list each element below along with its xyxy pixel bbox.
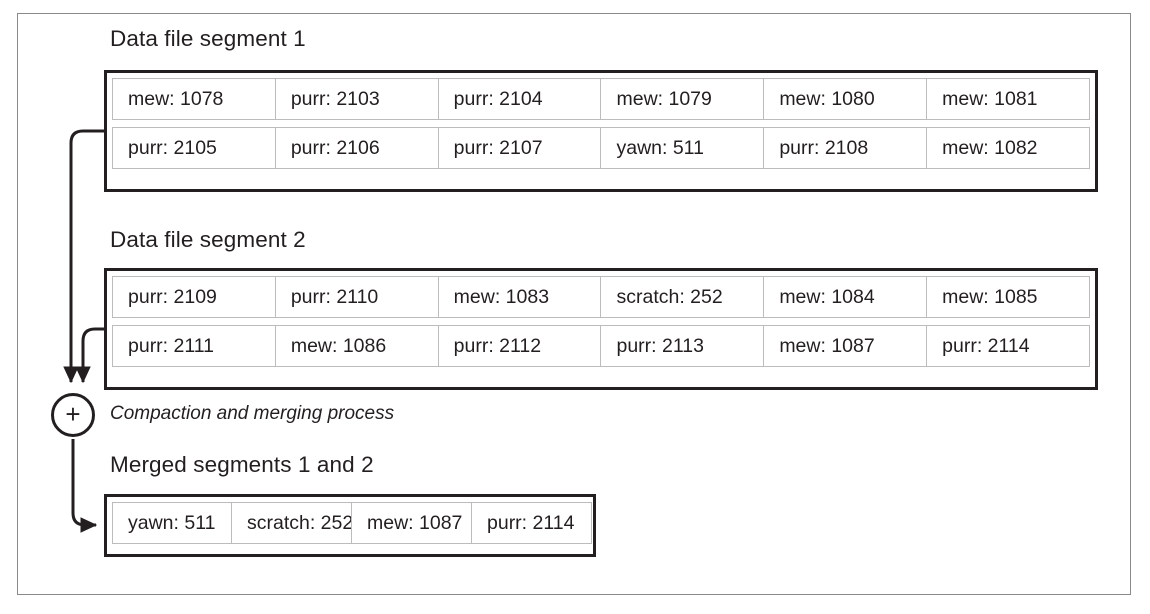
cell: purr: 2114 xyxy=(472,502,592,544)
cell: purr: 2106 xyxy=(275,127,439,169)
segment-2-row-2: purr: 2111 mew: 1086 purr: 2112 purr: 21… xyxy=(112,325,1090,367)
cell: purr: 2114 xyxy=(927,325,1090,367)
cell: purr: 2103 xyxy=(275,78,439,120)
cell: purr: 2111 xyxy=(112,325,276,367)
cell: purr: 2112 xyxy=(438,325,602,367)
segment-1-title: Data file segment 1 xyxy=(110,26,306,51)
cell: purr: 2108 xyxy=(764,127,928,169)
cell: purr: 2109 xyxy=(112,276,276,318)
cell: mew: 1079 xyxy=(601,78,765,120)
cell: purr: 2113 xyxy=(601,325,765,367)
cell: purr: 2104 xyxy=(438,78,602,120)
cell: purr: 2105 xyxy=(112,127,276,169)
merged-segments-box: yawn: 511 scratch: 252 mew: 1087 purr: 2… xyxy=(104,494,596,557)
merge-plus-node: + xyxy=(51,393,95,437)
cell: yawn: 511 xyxy=(112,502,232,544)
cell: scratch: 252 xyxy=(601,276,765,318)
cell: mew: 1086 xyxy=(275,325,439,367)
cell: mew: 1087 xyxy=(352,502,472,544)
cell: scratch: 252 xyxy=(232,502,352,544)
data-file-segment-2-box: purr: 2109 purr: 2110 mew: 1083 scratch:… xyxy=(104,268,1098,390)
cell: mew: 1083 xyxy=(438,276,602,318)
segment-1-row-2: purr: 2105 purr: 2106 purr: 2107 yawn: 5… xyxy=(112,127,1090,169)
segment-2-row-1: purr: 2109 purr: 2110 mew: 1083 scratch:… xyxy=(112,276,1090,318)
merged-segments-title: Merged segments 1 and 2 xyxy=(110,452,374,477)
cell: mew: 1081 xyxy=(927,78,1090,120)
plus-icon: + xyxy=(65,398,81,429)
segment-1-row-1: mew: 1078 purr: 2103 purr: 2104 mew: 107… xyxy=(112,78,1090,120)
cell: mew: 1084 xyxy=(764,276,928,318)
cell: yawn: 511 xyxy=(601,127,765,169)
compaction-process-label: Compaction and merging process xyxy=(110,403,395,424)
data-file-segment-1-box: mew: 1078 purr: 2103 purr: 2104 mew: 107… xyxy=(104,70,1098,192)
cell: mew: 1082 xyxy=(927,127,1090,169)
cell: mew: 1078 xyxy=(112,78,276,120)
cell: purr: 2107 xyxy=(438,127,602,169)
merged-row-1: yawn: 511 scratch: 252 mew: 1087 purr: 2… xyxy=(112,502,592,544)
cell: mew: 1080 xyxy=(764,78,928,120)
segment-2-title: Data file segment 2 xyxy=(110,227,306,252)
cell: mew: 1087 xyxy=(764,325,928,367)
cell: purr: 2110 xyxy=(275,276,439,318)
cell: mew: 1085 xyxy=(927,276,1090,318)
